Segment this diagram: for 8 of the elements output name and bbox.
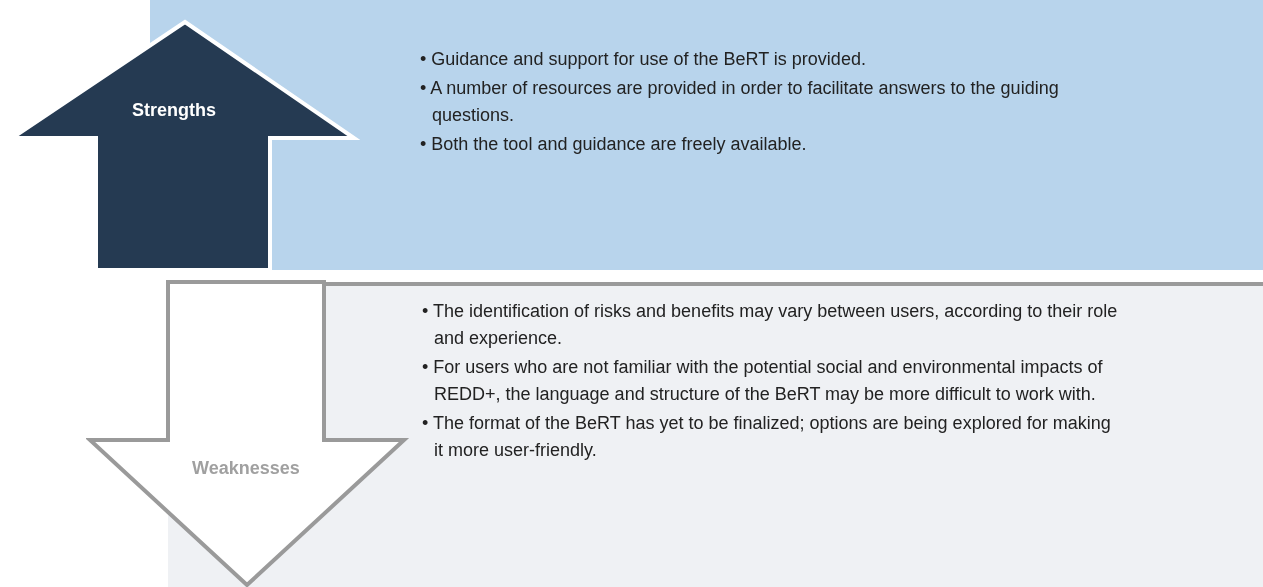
bullet-item: • The identification of risks and benefits may vary between users, according to their role and experience. bbox=[422, 300, 1119, 350]
bullet-item: • Both the tool and guidance are freely available. bbox=[420, 133, 808, 156]
arrow-label: Weaknesses bbox=[192, 458, 300, 479]
bullet-item: • The format of the BeRT has yet to be finalized; options are being explored for making it more user-friendly. bbox=[422, 412, 1112, 462]
bullet-item: • For users who are not familiar with the potential social and environmental impacts of REDD+, the language and structure of the BeRT may be more difficult to work with. bbox=[422, 356, 1104, 406]
bullet-item: • A number of resources are provided in order to facilitate answers to the guiding questions. bbox=[420, 77, 1060, 127]
bullet-item: • Guidance and support for use of the BeRT is provided. bbox=[420, 48, 867, 71]
arrow-label: Strengths bbox=[132, 100, 216, 121]
